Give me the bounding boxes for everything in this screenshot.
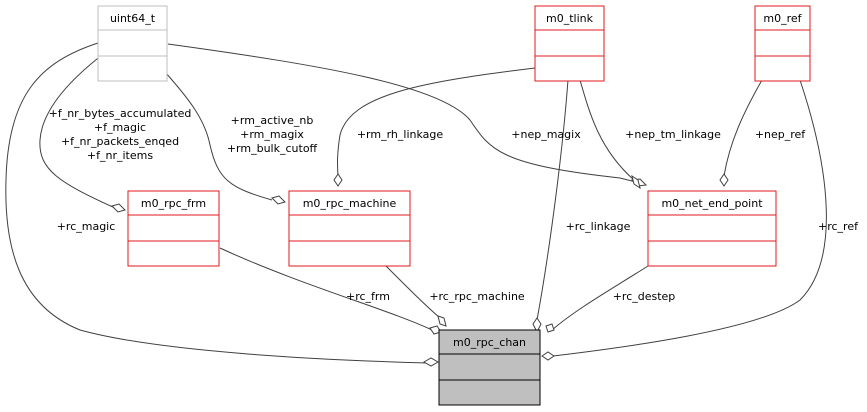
- edge-rc-rpc-machine: [385, 265, 441, 319]
- edge-nep-ref: [723, 79, 763, 177]
- edge-nep-tm-linkage: [579, 79, 635, 181]
- label-frm-field-4: +f_nr_items: [87, 149, 153, 162]
- label-machine-field-2: +rm_magix: [240, 128, 304, 141]
- label-nep-tm-linkage: +nep_tm_linkage: [625, 128, 721, 141]
- node-title-m0-net-end-point: m0_net_end_point: [661, 197, 763, 210]
- label-rm-rh-linkage: +rm_rh_linkage: [357, 128, 444, 141]
- edge-rc-destep: [551, 265, 649, 331]
- diamond-rc-ref: [541, 351, 555, 361]
- edge-frm-fields: [39, 54, 116, 209]
- edge-rc-ref: [552, 79, 827, 357]
- label-machine-field-3: +rm_bulk_cutoff: [227, 142, 318, 155]
- diamond-machine-fields: [271, 195, 286, 205]
- edge-machine-fields: [164, 71, 273, 201]
- edge-nep-magix: [167, 43, 637, 183]
- edge-labels: +f_nr_bytes_accumulated +f_magic +f_nr_p…: [49, 107, 859, 303]
- label-rc-linkage: +rc_linkage: [566, 220, 631, 233]
- node-uint64-t[interactable]: uint64_t: [97, 5, 168, 82]
- node-title-m0-rpc-frm: m0_rpc_frm: [141, 197, 206, 210]
- node-m0-tlink[interactable]: m0_tlink: [534, 5, 605, 82]
- diamond-rm-rh-linkage: [333, 173, 343, 187]
- aggregation-diamonds: [111, 173, 729, 367]
- node-m0-rpc-machine[interactable]: m0_rpc_machine: [288, 190, 411, 267]
- node-title-m0-rpc-machine: m0_rpc_machine: [303, 197, 397, 210]
- diamond-nep-tm-linkage: [631, 174, 641, 190]
- diamond-rc-magic: [422, 357, 440, 367]
- edge-rc-frm: [219, 247, 433, 331]
- label-frm-field-3: +f_nr_packets_enqed: [61, 135, 179, 148]
- edges: [5, 42, 827, 364]
- label-rc-ref: +rc_ref: [818, 220, 859, 233]
- edge-rc-magic: [5, 42, 429, 364]
- node-title-uint64-t: uint64_t: [110, 12, 156, 25]
- label-nep-magix: +nep_magix: [511, 128, 581, 141]
- label-rc-destep: +rc_destep: [613, 290, 676, 303]
- node-title-m0-tlink: m0_tlink: [546, 12, 594, 25]
- node-title-m0-rpc-chan: m0_rpc_chan: [453, 336, 526, 349]
- node-title-m0-ref: m0_ref: [763, 12, 802, 25]
- label-machine-field-1: +rm_active_nb: [231, 114, 314, 127]
- label-rc-rpc-machine: +rc_rpc_machine: [429, 290, 525, 303]
- label-frm-field-1: +f_nr_bytes_accumulated: [49, 107, 192, 120]
- diamond-rc-destep: [545, 323, 555, 333]
- edge-rc-linkage: [536, 79, 569, 321]
- diamond-frm-fields: [111, 203, 126, 213]
- node-m0-rpc-chan[interactable]: m0_rpc_chan: [438, 329, 541, 406]
- node-m0-ref[interactable]: m0_ref: [754, 5, 811, 82]
- label-nep-ref: +nep_ref: [755, 128, 806, 141]
- label-frm-field-2: +f_magic: [94, 121, 146, 134]
- diamond-rc-rpc-machine: [437, 315, 447, 327]
- label-rc-frm: +rc_frm: [346, 290, 390, 303]
- node-m0-net-end-point[interactable]: m0_net_end_point: [647, 190, 777, 267]
- diamond-nep-ref: [719, 173, 729, 187]
- edge-rm-rh-linkage: [337, 67, 536, 179]
- node-m0-rpc-frm[interactable]: m0_rpc_frm: [127, 190, 220, 267]
- label-rc-magic: +rc_magic: [57, 220, 116, 233]
